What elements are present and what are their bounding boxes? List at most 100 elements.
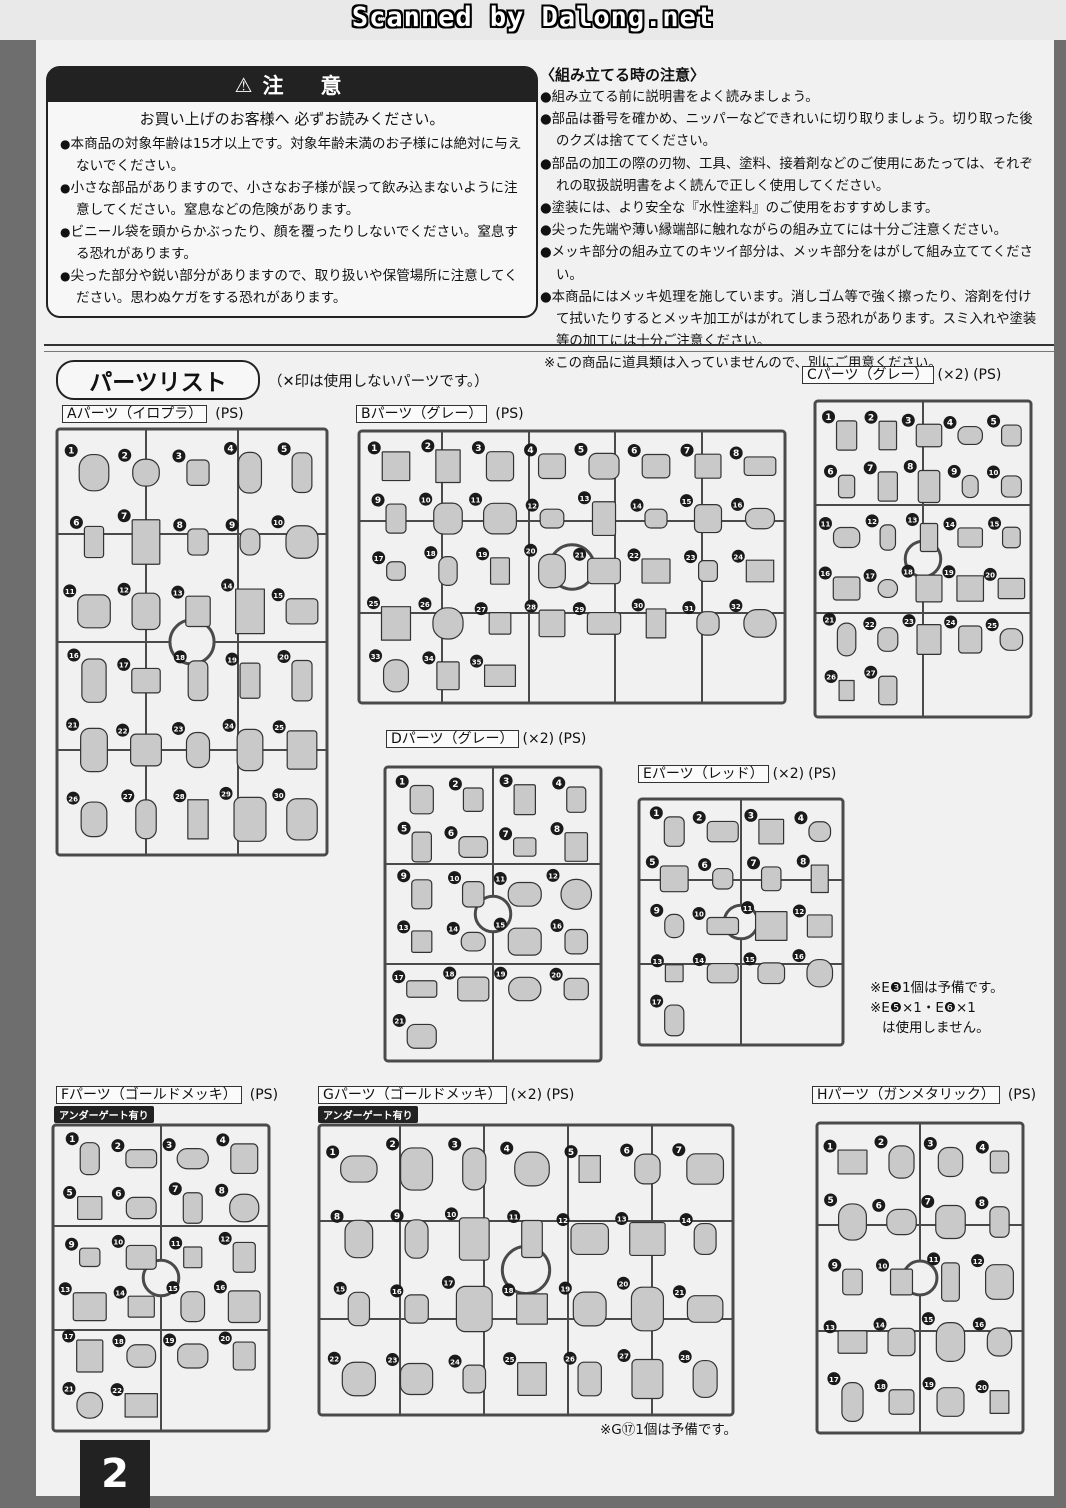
part-number: 10: [989, 469, 999, 477]
part-number: 31: [684, 605, 694, 613]
part-number-badge: [794, 811, 808, 825]
sprue-part-15: 15: [493, 917, 542, 956]
sprue-part-2: 2: [111, 1139, 158, 1169]
part-number: 1: [371, 444, 377, 454]
sprue-part-16: 16: [818, 566, 861, 601]
sprue-part-17: 17: [117, 657, 161, 694]
frame-label-a: Aパーツ（イロプラ）(PS): [62, 403, 244, 423]
part-number: 27: [476, 606, 486, 614]
part-number-badge: [493, 917, 507, 931]
part-number: 26: [826, 674, 836, 682]
part-number-badge: [558, 1281, 572, 1295]
part-number: 7: [172, 1185, 178, 1195]
sprue-part-24: 24: [222, 718, 264, 772]
part-shape: [989, 1150, 1010, 1174]
part-number-badge: [942, 565, 956, 579]
part-number: 17: [829, 1376, 839, 1384]
sprue-part-13: 13: [615, 1212, 666, 1257]
part-number: 24: [224, 723, 234, 731]
sprue-part-19: 19: [942, 565, 985, 602]
part-number: 11: [471, 497, 481, 505]
caution-subtitle: お買い上げのお客様へ 必ずお読みください。: [139, 110, 445, 128]
part-number-badge: [672, 1285, 686, 1299]
frame-label-f: Fパーツ（ゴールドメッキ）(PS): [56, 1084, 278, 1104]
part-number-badge: [741, 901, 755, 915]
part-number: 5: [66, 1189, 72, 1199]
sprue-part-17: 17: [827, 1372, 864, 1422]
part-number-badge: [444, 826, 458, 840]
part-shape: [888, 1389, 915, 1415]
sprue-part-4: 4: [524, 443, 567, 480]
part-number: 23: [904, 618, 914, 626]
sprue-part-3: 3: [471, 441, 515, 482]
part-number-badge: [225, 652, 239, 666]
part-shape: [560, 878, 593, 910]
sprue-part-4: 4: [794, 811, 832, 843]
part-number-badge: [684, 550, 698, 564]
part-number: 19: [227, 656, 237, 664]
part-number: 9: [229, 521, 235, 531]
sprue-part-19: 19: [225, 652, 261, 699]
part-number-badge: [215, 1183, 229, 1197]
part-shape: [693, 504, 723, 534]
part-number-badge: [171, 585, 185, 599]
part-shape: [744, 507, 776, 530]
part-number-badge: [117, 509, 131, 523]
part-number-badge: [549, 967, 563, 981]
sprue-part-18: 18: [443, 966, 490, 1002]
part-shape: [577, 1361, 602, 1397]
sprue-part-10: 10: [986, 465, 1022, 498]
frame-material: (PS): [546, 1087, 575, 1103]
part-number-badge: [386, 1137, 400, 1151]
bullet-icon: ●: [60, 269, 71, 283]
part-number-badge: [493, 871, 507, 885]
sprue-part-8: 8: [550, 822, 589, 862]
part-number: 5: [401, 824, 407, 834]
part-shape: [957, 425, 984, 446]
part-shape: [917, 469, 941, 504]
part-number: 19: [478, 551, 488, 559]
part-number-badge: [369, 649, 383, 663]
part-number: 18: [445, 970, 455, 978]
part-number-badge: [172, 449, 186, 463]
part-number: 5: [990, 417, 996, 427]
sprue-part-10: 10: [448, 871, 485, 908]
sprue-part-1: 1: [822, 410, 858, 451]
part-number: 2: [452, 780, 458, 790]
sprue-part-14: 14: [873, 1317, 916, 1357]
part-shape: [578, 1154, 601, 1184]
part-number: 16: [820, 570, 830, 578]
part-number-badge: [419, 492, 433, 506]
part-shape: [989, 1206, 1010, 1238]
sprue-part-8: 8: [796, 854, 829, 894]
frame-name: Aパーツ（イロプラ）: [62, 405, 208, 423]
part-number: 29: [574, 606, 584, 614]
part-number: 8: [334, 1213, 340, 1223]
sprue-part-12: 12: [525, 498, 565, 529]
part-shape: [538, 609, 566, 638]
sprue-part-2: 2: [864, 410, 898, 451]
part-number: 9: [394, 1212, 400, 1222]
sprue-part-27: 27: [617, 1348, 664, 1400]
part-shape: [572, 1291, 607, 1327]
part-number-badge: [731, 549, 745, 563]
part-shape: [187, 660, 209, 702]
part-number: 30: [633, 602, 643, 610]
part-number: 8: [907, 463, 913, 473]
part-number: 6: [624, 1146, 630, 1156]
sprue-part-9: 9: [650, 903, 685, 939]
sprue-part-1: 1: [823, 1139, 868, 1175]
sprue-part-31: 31: [682, 601, 720, 636]
sprue-part-28: 28: [173, 789, 209, 840]
part-shape: [508, 976, 542, 1002]
part-number-badge: [901, 413, 915, 427]
part-number: 18: [426, 550, 436, 558]
part-number: 6: [827, 467, 833, 477]
part-number: 1: [825, 413, 831, 423]
part-shape: [72, 1292, 107, 1322]
sprue-part-14: 14: [679, 1213, 717, 1256]
sprue-part-1: 1: [64, 444, 110, 492]
part-shape: [564, 832, 589, 862]
part-number: 8: [177, 521, 183, 531]
